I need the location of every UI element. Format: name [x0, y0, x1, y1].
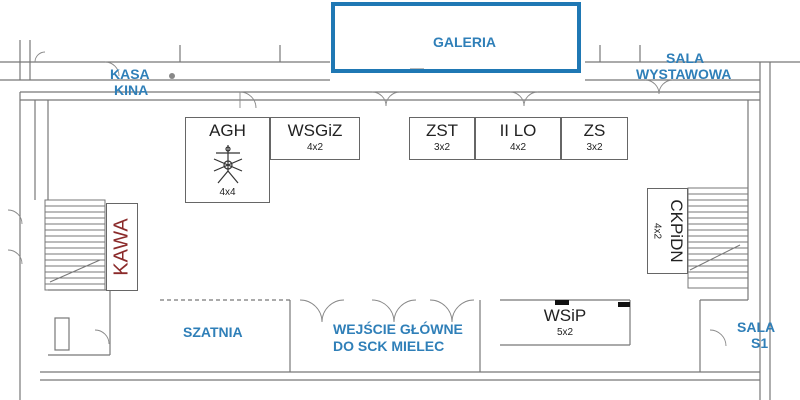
booth-name: AGH: [209, 121, 246, 140]
stairs-icon: [44, 199, 106, 291]
booth-name: WSiP: [543, 306, 587, 325]
robot-arm-icon: [213, 145, 242, 184]
sala-s1-label-line2: S1: [751, 335, 769, 351]
booth-ii-lo: II LO 4x2: [475, 117, 561, 160]
sala-wystawowa-label-line2: WYSTAWOWA: [636, 66, 732, 82]
stairs-icon: [687, 187, 749, 289]
booth-size: 3x2: [586, 142, 603, 153]
szatnia-label: SZATNIA: [183, 324, 243, 340]
booth-ckpidn-name: CKPiDN: [667, 199, 686, 263]
booth-name: WSGiZ: [287, 121, 343, 140]
galeria-highlight: [331, 2, 581, 73]
door-swings: [7, 51, 727, 347]
walls: [0, 40, 800, 400]
booth-wsgiz: WSGiZ 4x2: [270, 117, 360, 160]
booth-zs: ZS 3x2: [561, 117, 628, 160]
main-entrance-label-line1: WEJŚCIE GŁÓWNE: [333, 321, 463, 337]
booth-size: 4x4: [219, 187, 236, 198]
main-entrance-label-line2: DO SCK MIELEC: [333, 338, 445, 354]
booth-agh: AGH 4x4: [185, 117, 270, 203]
booth-ckpidn: [647, 188, 688, 274]
booth-name: ZS: [583, 121, 606, 140]
booth-size: 5x2: [556, 327, 574, 338]
galeria-label: GALERIA: [433, 34, 496, 50]
sala-s1-label-line1: SALA: [737, 319, 776, 335]
booth-name: ZST: [425, 121, 459, 140]
booth-size: 3x2: [433, 142, 451, 153]
booth-zst: ZST 3x2: [409, 117, 475, 160]
booth-name: II LO: [499, 121, 537, 140]
sala-wystawowa-label-line1: SALA: [666, 50, 705, 66]
booth-size: 4x2: [509, 142, 527, 153]
booth-wsip: WSiP 5x2: [501, 303, 629, 345]
booth-ckpidn-size: 4x2: [651, 222, 663, 240]
kawa-label: KAWA: [110, 218, 133, 276]
kasa-kina-label-line1: KASA: [110, 66, 150, 82]
booth-size: 4x2: [306, 142, 324, 153]
kasa-kina-label-line2: KINA: [114, 82, 149, 98]
kawa-booth: [106, 203, 138, 291]
